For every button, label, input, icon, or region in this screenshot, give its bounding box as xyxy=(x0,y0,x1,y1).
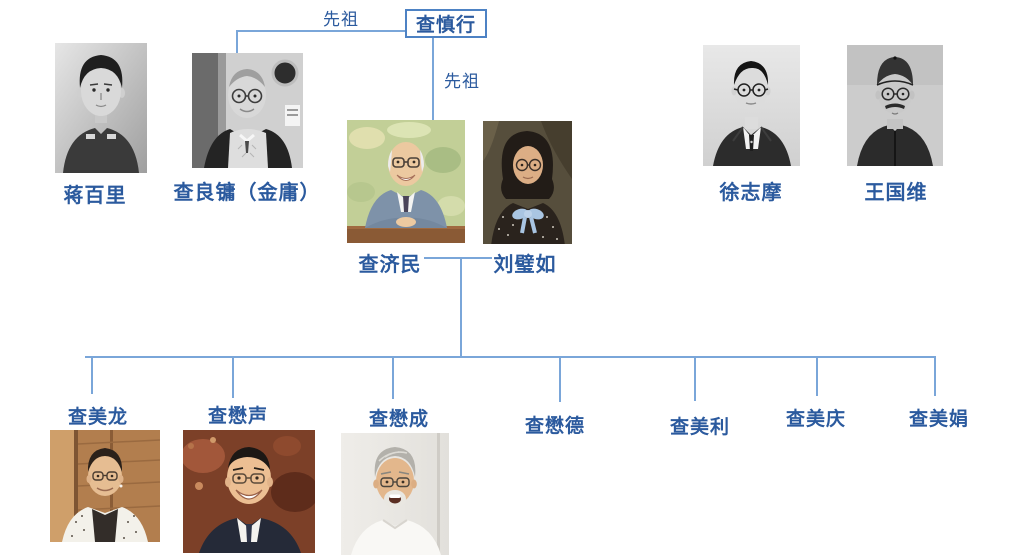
child-name-zha-maocheng: 查懋成 xyxy=(368,408,430,430)
connector-child-drop-7 xyxy=(934,358,936,396)
portrait-zha-maocheng xyxy=(341,433,449,555)
portrait-zha-liangyong xyxy=(192,53,303,168)
connector-child-drop-1 xyxy=(91,358,93,394)
connector-couple-horizontal xyxy=(424,257,492,259)
child-name-zha-meili: 查美利 xyxy=(669,416,731,438)
connector-couple-drop-vertical xyxy=(460,258,462,356)
label-wang-guowei: 王国维 xyxy=(864,180,928,204)
connector-top-horizontal xyxy=(236,30,406,32)
label-zha-liangyong: 查良镛（金庸） xyxy=(173,180,321,204)
photo-jiang-baili xyxy=(55,43,147,173)
label-liu-biru: 刘璧如 xyxy=(493,252,557,276)
portrait-xu-zhimo xyxy=(703,45,800,166)
photo-liu-biru xyxy=(483,121,572,244)
connector-top-stub-vertical xyxy=(236,30,238,53)
portrait-zha-maosheng xyxy=(183,430,315,553)
portrait-zha-meilong xyxy=(50,430,160,542)
connector-child-drop-2 xyxy=(232,358,234,398)
relation-label-top: 先祖 xyxy=(321,5,361,30)
portrait-wang-guowei xyxy=(847,45,943,166)
ancestor-name: 查慎行 xyxy=(415,14,476,36)
photo-wang-guowei xyxy=(847,45,943,166)
photo-zha-liangyong xyxy=(192,53,303,168)
label-zha-jimin: 查济民 xyxy=(358,252,422,276)
connector-ancestor-drop-vertical xyxy=(432,36,434,120)
portrait-liu-biru xyxy=(483,121,572,244)
connector-child-drop-5 xyxy=(694,358,696,401)
portrait-jiang-baili xyxy=(55,43,147,173)
photo-xu-zhimo xyxy=(703,45,800,166)
connector-child-drop-4 xyxy=(559,358,561,402)
photo-zha-jimin xyxy=(347,120,465,243)
photo-zha-meilong xyxy=(50,430,160,542)
connector-children-distribution xyxy=(85,356,936,358)
connector-child-drop-6 xyxy=(816,358,818,396)
child-name-zha-meiqing: 查美庆 xyxy=(785,408,847,430)
ancestor-box: 查慎行 xyxy=(405,9,487,38)
portrait-zha-jimin xyxy=(347,120,465,243)
child-name-zha-meijuan: 查美娟 xyxy=(908,408,970,430)
child-name-zha-meilong: 查美龙 xyxy=(67,406,129,428)
photo-zha-maosheng xyxy=(183,430,315,553)
label-xu-zhimo: 徐志摩 xyxy=(719,180,783,204)
child-name-zha-maode: 查懋德 xyxy=(524,415,586,437)
relation-label-middle: 先祖 xyxy=(442,67,482,92)
photo-zha-maocheng xyxy=(341,433,449,555)
child-name-zha-maosheng: 查懋声 xyxy=(207,405,269,427)
connector-child-drop-3 xyxy=(392,358,394,399)
label-jiang-baili: 蒋百里 xyxy=(63,183,127,207)
